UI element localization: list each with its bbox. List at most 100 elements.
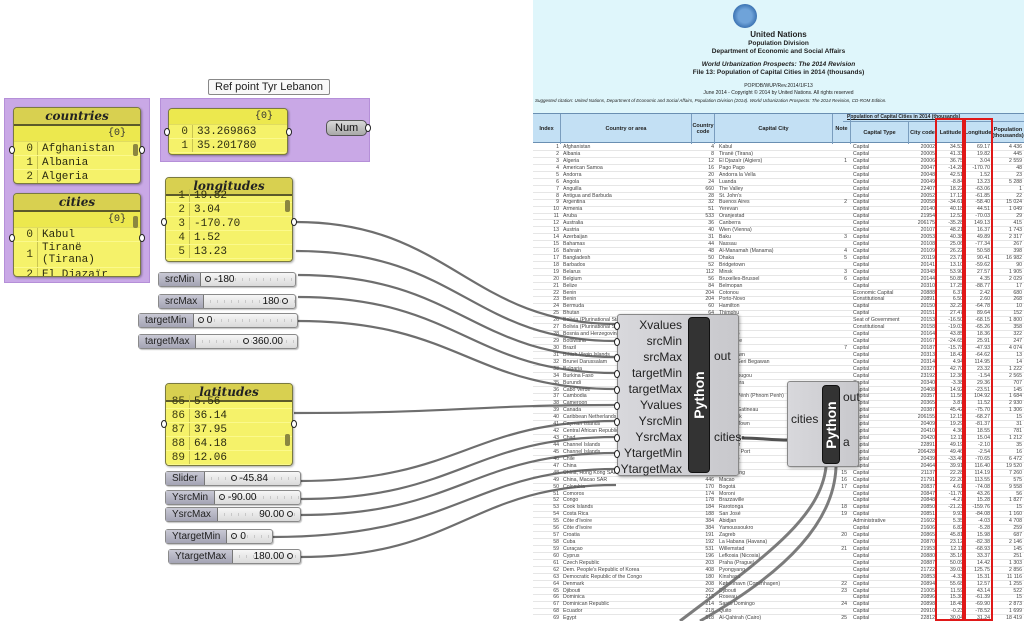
cell: 6.50 — [952, 296, 963, 303]
slider-knob[interactable] — [205, 276, 212, 283]
input-cities[interactable]: cities — [791, 412, 819, 426]
input-port[interactable] — [614, 354, 620, 362]
slider-track[interactable]: 360.00 — [196, 335, 297, 348]
input-port[interactable] — [614, 434, 620, 442]
output-a[interactable]: a — [843, 435, 850, 449]
num-param[interactable]: Num — [326, 120, 368, 136]
python-core: Python — [688, 317, 710, 473]
slider-targetmin[interactable]: targetMin 0 — [138, 313, 298, 328]
cell: 408 — [705, 566, 714, 573]
row-index: 1 — [166, 189, 190, 202]
input-port[interactable] — [164, 128, 170, 136]
slider-track[interactable]: 90.00 — [217, 508, 300, 521]
slider-ysrcmax[interactable]: YsrcMax 90.00 — [165, 507, 301, 522]
input-port[interactable] — [9, 234, 15, 242]
slider-track[interactable]: 180.00 — [233, 550, 300, 563]
cell: Capital — [853, 504, 870, 511]
input-port[interactable] — [614, 466, 620, 474]
input-port[interactable] — [161, 420, 167, 428]
input-xvalues[interactable]: Xvalues — [639, 318, 682, 332]
slider-knob[interactable] — [282, 298, 288, 305]
slider-value: 0 — [240, 531, 246, 542]
cell: 358 — [1013, 324, 1022, 331]
input-targetmax[interactable]: targetMax — [628, 382, 682, 396]
cell: 2 565 — [1009, 372, 1022, 379]
panel-scrollbar[interactable] — [133, 216, 138, 228]
input-srcmin[interactable]: srcMin — [646, 334, 682, 348]
panel-scrollbar[interactable] — [285, 200, 290, 212]
input-targetmin[interactable]: targetMin — [631, 366, 682, 380]
output-out[interactable]: out — [714, 349, 731, 363]
slider-track[interactable]: -45.84 — [204, 472, 300, 485]
slider-slider[interactable]: Slider -45.84 — [165, 471, 301, 486]
cell: 7 260 — [1009, 469, 1022, 476]
python-component-secondary[interactable]: cities Python out a — [787, 381, 860, 467]
slider-knob[interactable] — [287, 553, 293, 560]
slider-track[interactable]: 0 — [193, 314, 297, 327]
slider-knob[interactable] — [231, 533, 238, 540]
slider-srcmin[interactable]: srcMin -180 — [158, 272, 296, 287]
input-port[interactable] — [161, 218, 167, 226]
cell: Bogotá — [719, 483, 736, 490]
input-port[interactable] — [614, 386, 620, 394]
cell: 1 905 — [1009, 268, 1022, 275]
panel-scrollbar[interactable] — [285, 434, 290, 446]
slider-srcmax[interactable]: srcMax 180 — [158, 294, 296, 309]
input-ytargetmin[interactable]: YtargetMin — [623, 446, 682, 460]
cell: 12.57 — [977, 580, 990, 587]
cell: 58 — [553, 539, 559, 545]
output-out[interactable]: out — [843, 390, 860, 404]
input-port[interactable] — [614, 418, 620, 426]
slider-knob[interactable] — [219, 494, 226, 501]
input-port[interactable] — [614, 322, 620, 330]
cell: 15.04 — [977, 435, 990, 442]
input-ysrcmin[interactable]: YsrcMin — [638, 414, 682, 428]
cell: 24 — [708, 178, 714, 185]
panel-scrollbar[interactable] — [133, 144, 138, 156]
input-port[interactable] — [614, 338, 620, 346]
slider-track[interactable]: 180 — [204, 295, 295, 308]
input-srcmax[interactable]: srcMax — [643, 350, 682, 364]
output-port[interactable] — [139, 146, 145, 154]
input-ysrcmax[interactable]: YsrcMax — [635, 430, 682, 444]
output-port[interactable] — [139, 234, 145, 242]
cell: -68.15 — [975, 317, 990, 324]
input-port[interactable] — [9, 146, 15, 154]
output-port[interactable] — [291, 218, 297, 226]
slider-knob[interactable] — [243, 338, 250, 345]
input-port[interactable] — [614, 402, 620, 410]
output-port[interactable] — [286, 128, 292, 136]
slider-targetmax[interactable]: targetMax 360.00 — [138, 334, 298, 349]
slider-track[interactable]: -180 — [201, 273, 295, 286]
row-index: 2 — [14, 170, 38, 183]
input-port[interactable] — [614, 370, 620, 378]
slider-knob[interactable] — [197, 317, 204, 324]
input-ytargetmax[interactable]: YtargetMax — [620, 462, 682, 476]
output-cities[interactable]: cities — [714, 430, 742, 444]
cell: 445 — [1013, 150, 1022, 157]
slider-ytargetmin[interactable]: YtargetMin 0 — [165, 529, 273, 544]
slider-ytargetmax[interactable]: YtargetMax 180.00 — [168, 549, 301, 564]
cell: 39 — [553, 407, 559, 414]
input-yvalues[interactable]: Yvalues — [639, 398, 682, 412]
cell: 69.17 — [977, 144, 990, 150]
cell: 68 — [553, 608, 559, 615]
slider-track[interactable]: -90.00 — [215, 491, 300, 504]
output-port[interactable] — [365, 124, 371, 132]
cell: 20888 — [920, 289, 935, 296]
slider-ysrcmin[interactable]: YsrcMin -90.00 — [165, 490, 301, 505]
slider-knob[interactable] — [230, 475, 237, 482]
slider-track[interactable]: 0 — [227, 530, 272, 543]
input-port[interactable] — [614, 450, 620, 458]
cell: Capital — [853, 414, 870, 421]
slider-knob[interactable] — [287, 511, 293, 518]
output-port[interactable] — [291, 420, 297, 428]
